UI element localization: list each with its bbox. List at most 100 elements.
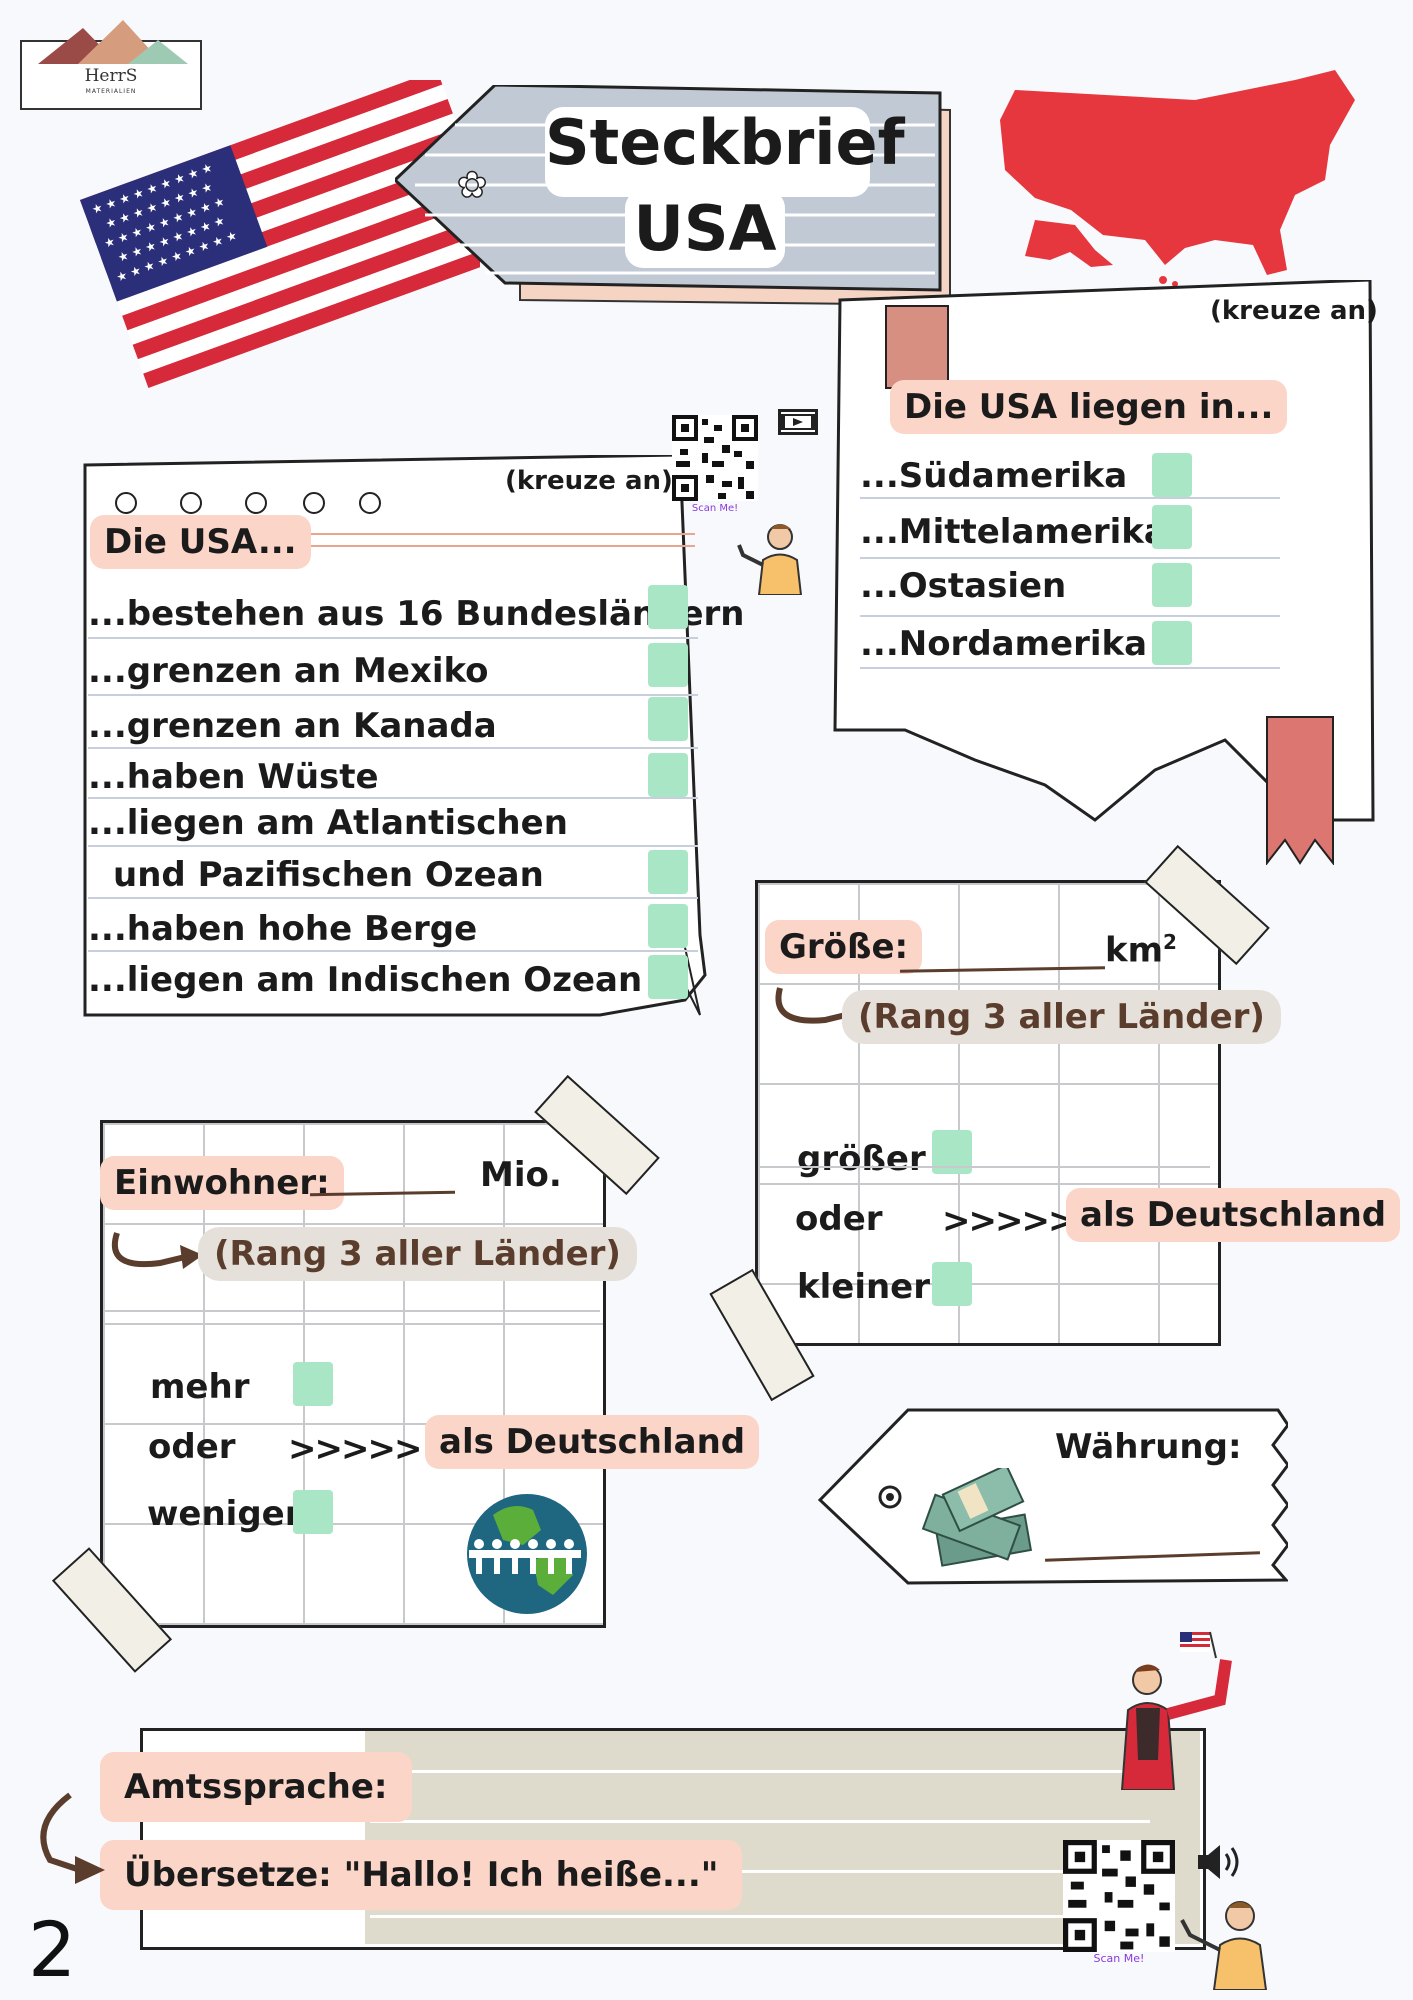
population-rank: (Rang 3 aller Länder) <box>198 1227 637 1281</box>
speaker-icon <box>1198 1845 1239 1879</box>
checkbox[interactable] <box>293 1490 333 1534</box>
writing-line <box>370 1915 1150 1918</box>
checkbox[interactable] <box>293 1362 333 1406</box>
hole-icon <box>303 492 325 514</box>
checkbox[interactable] <box>648 585 688 629</box>
location-item: ...Südamerika <box>860 456 1128 496</box>
checkbox[interactable] <box>1152 621 1192 665</box>
size-label: Größe: <box>765 920 923 974</box>
qr-code-icon <box>1063 1840 1175 1952</box>
checkbox[interactable] <box>648 904 688 948</box>
rule-line <box>88 797 698 799</box>
hole-icon <box>245 492 267 514</box>
size-comparison-bigger: größer <box>797 1139 926 1179</box>
checkbox[interactable] <box>648 753 688 797</box>
pointing-person-icon <box>737 524 803 595</box>
currency-label: Währung: <box>1055 1427 1242 1467</box>
rule-line <box>88 637 698 639</box>
bookmark-ribbon-bottom <box>1266 716 1334 865</box>
page-number: 2 <box>28 1905 77 1994</box>
checkbox[interactable] <box>1152 563 1192 607</box>
money-icon <box>921 1468 1033 1567</box>
qr-caption: Scan Me! <box>691 503 739 514</box>
hole-icon <box>180 492 202 514</box>
title-sign-shape: ✿ <box>395 85 951 307</box>
globe-people-icon <box>467 1494 587 1614</box>
flower-icon: ✿ <box>457 165 487 206</box>
rule-line <box>860 615 1280 617</box>
population-label: Einwohner: <box>100 1156 344 1210</box>
translate-prompt: Übersetze: "Hallo! Ich heiße..." <box>100 1840 743 1910</box>
language-label: Amtssprache: <box>100 1752 412 1822</box>
size-unit: km2 <box>1105 932 1177 967</box>
rule-line <box>760 1166 1210 1168</box>
rule-line <box>88 950 698 952</box>
page-title: Steckbrief <box>545 106 905 179</box>
rule-line <box>88 694 698 696</box>
unit-superscript: 2 <box>1163 930 1177 954</box>
fact-item: ...grenzen an Mexiko <box>88 651 489 691</box>
writing-line <box>370 1870 1150 1873</box>
location-item: ...Nordamerika <box>860 624 1148 664</box>
rule-line <box>88 845 698 847</box>
population-arrows: >>>>> <box>288 1429 422 1469</box>
usa-flag-image: ★ ★ ★ ★ ★ ★ ★ ★ ★ ★ ★ ★ ★ ★ ★ ★ ★ ★ ★ ★ … <box>79 80 480 388</box>
fact-item: ...haben Wüste <box>88 757 379 797</box>
pointing-person-icon <box>1180 1901 1268 1990</box>
hole-icon <box>359 492 381 514</box>
writing-line <box>370 1770 1150 1773</box>
unit-text: km <box>1105 930 1164 971</box>
video-icon <box>778 409 818 435</box>
fact-item: ...grenzen an Kanada <box>88 706 497 746</box>
qr-code[interactable] <box>672 415 758 501</box>
mountain-icon <box>38 20 188 64</box>
hole-icon <box>115 492 137 514</box>
population-comparison-more: mehr <box>150 1367 250 1407</box>
qr-code[interactable] <box>1063 1840 1175 1952</box>
population-comparison-less: weniger <box>147 1494 302 1534</box>
location-item: ...Mittelamerika <box>860 512 1167 552</box>
qr-caption: Scan Me! <box>1093 1952 1145 1965</box>
usa-map-image <box>1000 70 1355 287</box>
checkbox[interactable] <box>648 955 688 999</box>
fact-item: und Pazifischen Ozean <box>113 855 544 895</box>
writing-line <box>370 1820 1150 1823</box>
checkbox[interactable] <box>1152 505 1192 549</box>
qr-code-icon <box>672 415 758 501</box>
curved-arrow-icon <box>111 1232 203 1269</box>
rule-line <box>88 747 698 749</box>
brand-name: HerrS <box>84 66 138 86</box>
size-arrows: >>>>> <box>942 1201 1076 1241</box>
checkbox[interactable] <box>648 643 688 687</box>
facts-paper-shape <box>83 455 707 1017</box>
rule-line <box>860 667 1280 669</box>
size-rank: (Rang 3 aller Länder) <box>842 990 1281 1044</box>
population-suffix: als Deutschland <box>425 1415 760 1469</box>
checkbox[interactable] <box>648 697 688 741</box>
checkbox[interactable] <box>932 1262 972 1306</box>
bookmark-ribbon-top <box>885 305 949 389</box>
page-subtitle: USA <box>633 192 777 265</box>
brand-logo: HerrS MATERIALIEN <box>20 20 202 110</box>
facts-heading: Die USA... <box>90 515 311 569</box>
brand-subtitle: MATERIALIEN <box>85 88 137 95</box>
heading-line <box>255 545 695 547</box>
location-item: ...Ostasien <box>860 566 1067 606</box>
fact-item: ...haben hohe Berge <box>88 909 478 949</box>
location-heading: Die USA liegen in... <box>890 380 1288 434</box>
rule-line <box>88 897 698 899</box>
fact-item: ...liegen am Indischen Ozean <box>88 960 643 1000</box>
rule-line <box>105 1310 600 1312</box>
population-comparison-or: oder <box>148 1427 236 1467</box>
population-unit: Mio. <box>480 1155 562 1195</box>
fact-item: ...bestehen aus 16 Bundesländern <box>88 594 745 634</box>
rule-line <box>860 497 1280 499</box>
checkbox[interactable] <box>1152 453 1192 497</box>
rule-line <box>860 557 1280 559</box>
size-comparison-smaller: kleiner <box>797 1267 931 1307</box>
waving-person-icon <box>1120 1631 1232 1790</box>
checkbox[interactable] <box>648 850 688 894</box>
facts-instruction: (kreuze an) <box>505 466 673 496</box>
location-instruction: (kreuze an) <box>1210 296 1378 326</box>
fact-item: ...liegen am Atlantischen <box>88 803 568 843</box>
